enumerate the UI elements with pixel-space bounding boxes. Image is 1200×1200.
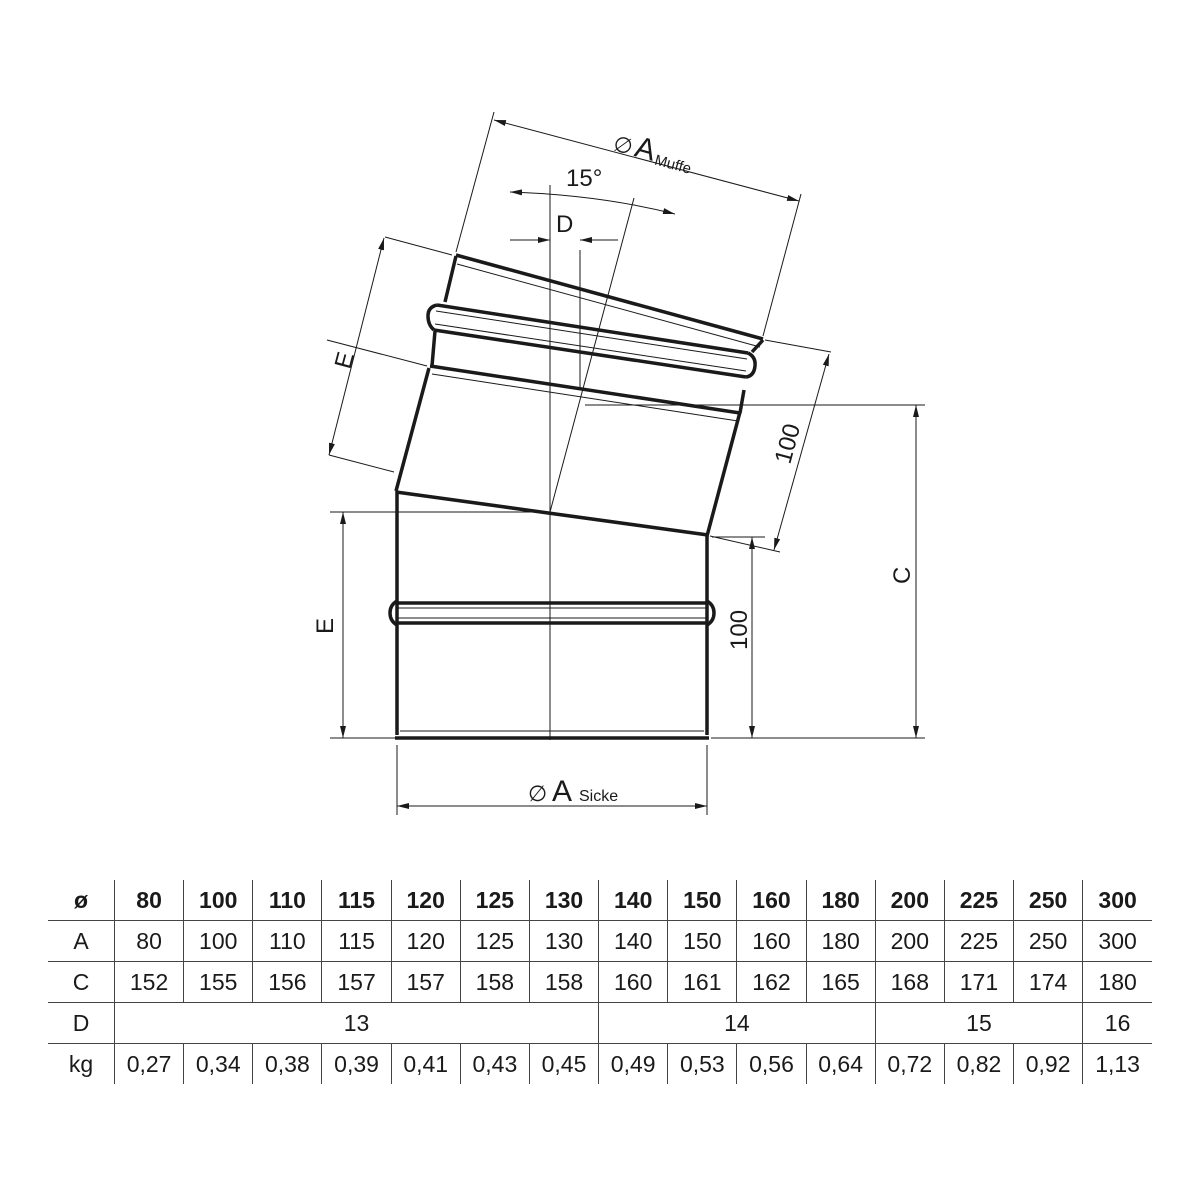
header-cell: 120 [390,880,461,921]
table-cell: 100 [183,920,253,962]
table-cell: 80 [113,920,184,962]
dia-top-sub: Muffe [653,152,693,178]
header-cell: 130 [528,880,599,921]
table-cell: 162 [736,961,807,1003]
dim-d: D [510,211,618,243]
table-cell: 0,49 [598,1043,668,1084]
dia-bottom-sub: Sicke [579,788,618,805]
table-cell: 152 [113,961,184,1003]
dim-100-upper-label: 100 [770,421,806,467]
dim-100-lower-label: 100 [726,610,753,650]
dia-symbol-bottom: ∅ [528,781,547,806]
table-cell-group: 15 [874,1002,1083,1044]
table-cell-group: 14 [598,1002,876,1044]
table-cell: 125 [459,920,530,962]
dim-c: C [889,405,919,738]
table-cell: 0,53 [667,1043,737,1084]
table-cell: 0,64 [805,1043,876,1084]
table-cell: 250 [1013,920,1083,962]
row-label: C [72,968,90,995]
header-cell: 300 [1082,880,1152,921]
upper-pipe [394,253,765,537]
table-cell: 120 [390,920,461,962]
table-cell: 0,39 [321,1043,392,1084]
table-cell: 0,72 [874,1043,945,1084]
d-label: D [556,211,573,238]
header-cell: 180 [805,880,876,921]
table-cell: 168 [874,961,945,1003]
table-cell: 158 [459,961,530,1003]
dim-angle: 15° [509,165,676,215]
header-cell: 160 [736,880,807,921]
lower-pipe [388,490,716,740]
table-cell: 0,82 [943,1043,1014,1084]
e-lower-label: E [312,618,339,634]
pipe-bend-drawing: ∅ A Muffe 15° D E 100 E [312,111,925,815]
table-cell: 200 [874,920,945,962]
table-cell: 160 [736,920,807,962]
table-cell: 161 [667,961,737,1003]
header-cell: 115 [321,880,392,921]
table-cell: 0,45 [528,1043,599,1084]
header-cell: 250 [1013,880,1083,921]
table-cell: 156 [252,961,322,1003]
table-cell: 0,38 [252,1043,322,1084]
table-cell: 155 [183,961,253,1003]
header-cell: 140 [598,880,668,921]
header-cell: 225 [943,880,1014,921]
table-cell: 157 [321,961,392,1003]
table-cell: 110 [252,920,322,962]
table-cell: 0,27 [113,1043,184,1084]
row-label: ø [73,886,89,913]
row-label: A [73,927,89,954]
table-cell: 160 [598,961,668,1003]
table-cell: 140 [598,920,668,962]
table-cell: 300 [1082,920,1152,962]
table-cell: 225 [943,920,1014,962]
header-cell: 100 [183,880,253,921]
header-cell: 125 [459,880,530,921]
table-cell: 0,34 [183,1043,253,1084]
table-cell: 174 [1013,961,1083,1003]
c-label: C [889,567,916,584]
table-cell: 1,13 [1082,1043,1152,1084]
table-cell: 180 [1082,961,1152,1003]
table-cell: 0,56 [736,1043,807,1084]
table-cell: 150 [667,920,737,962]
dia-symbol-top: ∅ [611,131,636,160]
table-cell: 158 [528,961,599,1003]
header-cell: 110 [252,880,322,921]
row-label: D [72,1009,90,1036]
dia-bottom-main: A [552,775,572,808]
angle-label: 15° [566,165,602,192]
table-cell-group: 16 [1082,1002,1152,1044]
table-cell: 0,92 [1013,1043,1083,1084]
dim-100-lower: 100 [711,536,925,739]
table-cell: 130 [528,920,599,962]
table-cell: 157 [390,961,461,1003]
dim-e-upper: E [326,236,453,473]
centerlines [549,185,635,740]
table-cell: 0,43 [459,1043,530,1084]
table-cell-group: 13 [113,1002,599,1044]
header-cell: 150 [667,880,737,921]
dim-dia-sicke: ∅ A Sicke [396,745,708,815]
table-cell: 180 [805,920,876,962]
e-upper-label: E [330,349,360,371]
header-cell: 200 [874,880,945,921]
dim-e-lower: E [312,511,550,739]
header-cell: 80 [113,880,184,921]
table-cell: 0,41 [390,1043,461,1084]
table-cell: 171 [943,961,1014,1003]
table-cell: 165 [805,961,876,1003]
table-cell: 115 [321,920,392,962]
row-label: kg [68,1050,94,1077]
